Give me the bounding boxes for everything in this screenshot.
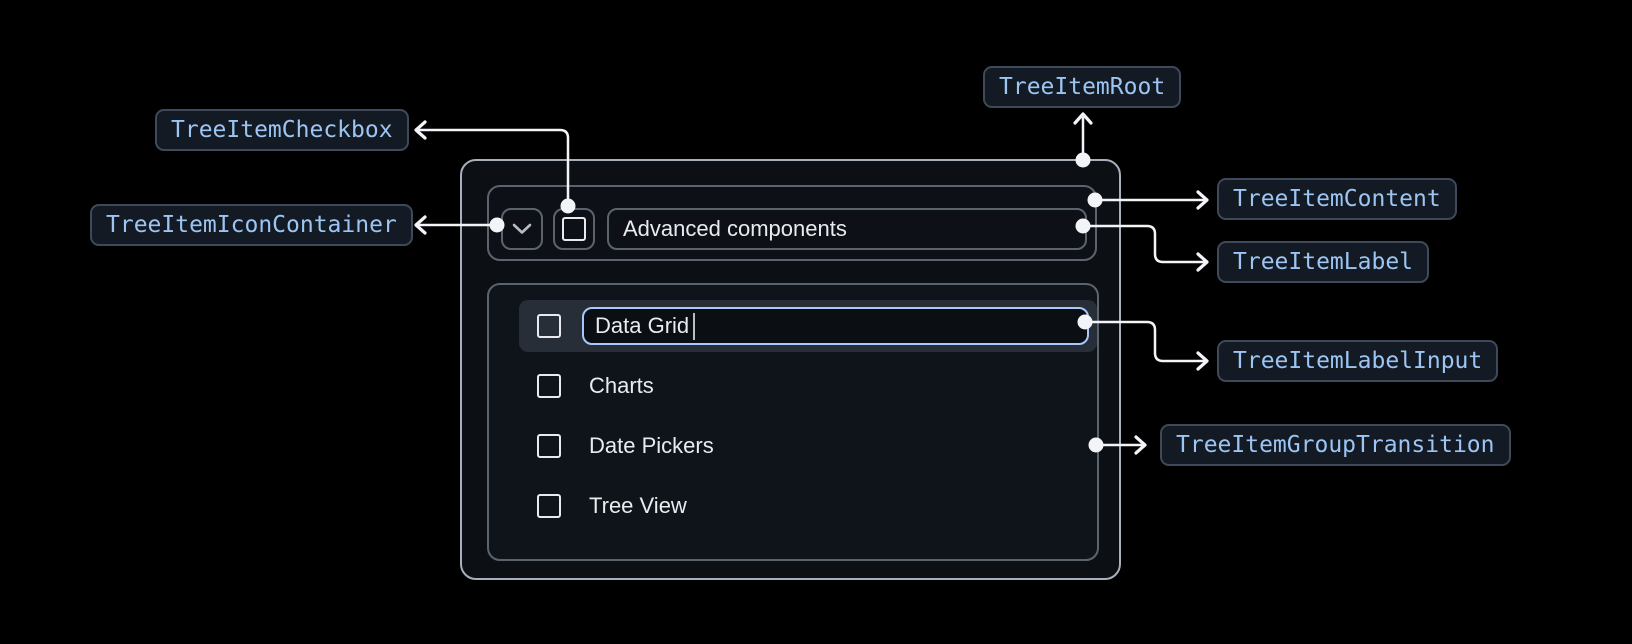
annotation-tree-item-content: TreeItemContent	[1217, 178, 1457, 220]
tree-item-content[interactable]: Advanced components	[487, 185, 1097, 261]
tree-row[interactable]: Date Pickers	[537, 431, 714, 461]
label-input-value: Data Grid	[595, 313, 690, 338]
checkbox-unchecked-icon[interactable]	[537, 374, 561, 398]
arrow-right-icon	[1196, 252, 1209, 272]
tree-row[interactable]: Tree View	[537, 491, 687, 521]
tree-item-label-input[interactable]: Data Grid	[582, 307, 1089, 345]
tree-item-icon-container[interactable]	[501, 208, 543, 250]
annotation-label: TreeItemRoot	[999, 74, 1166, 100]
chevron-down-icon	[512, 223, 532, 234]
arrow-up-icon	[1073, 112, 1093, 125]
text-cursor	[693, 312, 696, 340]
annotation-label: TreeItemContent	[1233, 186, 1441, 212]
annotation-tree-item-checkbox: TreeItemCheckbox	[155, 109, 409, 151]
annotation-tree-item-group-transition: TreeItemGroupTransition	[1160, 424, 1511, 466]
checkbox-unchecked-icon[interactable]	[537, 314, 561, 338]
checkbox-unchecked-icon[interactable]	[537, 434, 561, 458]
tree-item-group-transition: Data Grid Charts Date Pickers Tree View	[487, 283, 1099, 561]
arrow-right-icon	[1196, 190, 1209, 210]
annotation-label: TreeItemCheckbox	[171, 117, 393, 143]
tree-row-editing[interactable]: Data Grid	[519, 300, 1097, 352]
arrow-right-icon	[1196, 351, 1209, 371]
annotation-tree-item-label-input: TreeItemLabelInput	[1217, 340, 1499, 382]
annotation-tree-item-icon-container: TreeItemIconContainer	[90, 204, 413, 246]
tree-row[interactable]: Charts	[537, 371, 654, 401]
annotation-label: TreeItemGroupTransition	[1176, 432, 1495, 458]
arrow-left-icon	[414, 215, 427, 235]
annotation-label: TreeItemLabelInput	[1233, 348, 1483, 374]
checkbox-unchecked-icon	[562, 217, 586, 241]
tree-row-label: Charts	[589, 373, 654, 398]
arrow-left-icon	[414, 120, 427, 140]
tree-item-checkbox[interactable]	[553, 208, 595, 250]
tree-item-label[interactable]: Advanced components	[607, 208, 1087, 250]
tree-item-root: Advanced components Data Grid Charts Dat…	[460, 159, 1121, 580]
tree-row-label: Date Pickers	[589, 433, 714, 458]
checkbox-unchecked-icon[interactable]	[537, 494, 561, 518]
annotation-label: TreeItemIconContainer	[106, 212, 397, 238]
arrow-right-icon	[1134, 435, 1147, 455]
tree-item-label-text: Advanced components	[623, 216, 847, 241]
annotation-tree-item-label: TreeItemLabel	[1217, 241, 1430, 283]
tree-row-label: Tree View	[589, 493, 687, 518]
annotation-label: TreeItemLabel	[1233, 249, 1414, 275]
annotation-tree-item-root: TreeItemRoot	[983, 66, 1182, 108]
